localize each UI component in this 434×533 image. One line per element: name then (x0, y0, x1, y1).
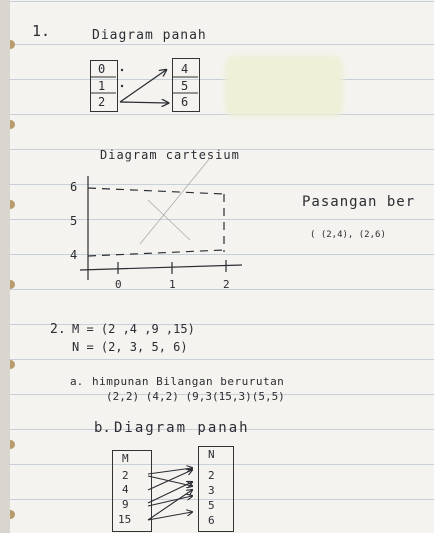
domain-item: 2 (98, 95, 106, 109)
codomain-item: 5 (181, 79, 189, 93)
set-m: M = (2 ,4 ,9 ,15) (72, 322, 195, 336)
set-m-item: 15 (118, 513, 132, 526)
part-b-title: Diagram panah (114, 420, 250, 436)
binding-hole (10, 40, 15, 49)
part-a-text: himpunan Bilangan berurutan (92, 375, 285, 388)
domain-box (90, 60, 118, 112)
cartesian-diagram-title: Diagram cartesium (100, 148, 240, 162)
cartesian-axes (79, 176, 243, 280)
y-tick-label: 6 (70, 180, 78, 194)
question-2-number: 2. (50, 322, 66, 337)
set-n-item: 6 (208, 514, 215, 527)
domain-item: 0 (98, 62, 106, 76)
binding-hole (10, 120, 15, 129)
y-tick-label: 4 (70, 248, 78, 262)
question-1-number: 1. (32, 22, 51, 40)
codomain-item: 6 (181, 95, 189, 109)
pen-strokes (79, 0, 243, 521)
set-m-item: 4 (122, 483, 129, 496)
guide-lines (87, 187, 225, 257)
set-n-title: N (208, 448, 215, 461)
arrow-diagram-title: Diagram panah (92, 28, 207, 43)
part-b-label: b. (94, 420, 111, 436)
set-n-box (198, 446, 234, 532)
mapping-arrows (147, 468, 192, 521)
y-tick-label: 5 (70, 214, 78, 228)
set-n: N = (2, 3, 5, 6) (72, 340, 188, 354)
x-tick-label: 0 (115, 278, 122, 291)
domain-item: 1 (98, 79, 106, 93)
x-tick-label: 2 (223, 278, 230, 291)
notebook-page: 1. Diagram panah 0 1 2 4 5 6 Diagram car… (10, 0, 434, 533)
x-tick-label: 1 (169, 278, 176, 291)
binding-hole (10, 280, 15, 289)
arrow (119, 70, 168, 103)
set-n-item: 3 (208, 484, 215, 497)
binding-hole (10, 440, 15, 449)
codomain-box (172, 58, 200, 112)
part-a-pairs: (2,2) (4,2) (9,3(15,3)(5,5) (106, 390, 285, 403)
set-n-item: 5 (208, 499, 215, 512)
correction-tape (228, 58, 340, 114)
part-a-label: a. (70, 375, 84, 388)
binding-hole (10, 360, 15, 369)
set-m-title: M (122, 452, 129, 465)
pairs-heading: Pasangan ber (302, 194, 416, 210)
set-m-item: 9 (122, 498, 129, 511)
codomain-item: 4 (181, 62, 189, 76)
set-m-item: 2 (122, 469, 129, 482)
set-m-box (112, 450, 152, 532)
binding-hole (10, 510, 15, 519)
binding-hole (10, 200, 15, 209)
set-n-item: 2 (208, 469, 215, 482)
pairs-text: ( (2,4), (2,6) (310, 230, 386, 240)
